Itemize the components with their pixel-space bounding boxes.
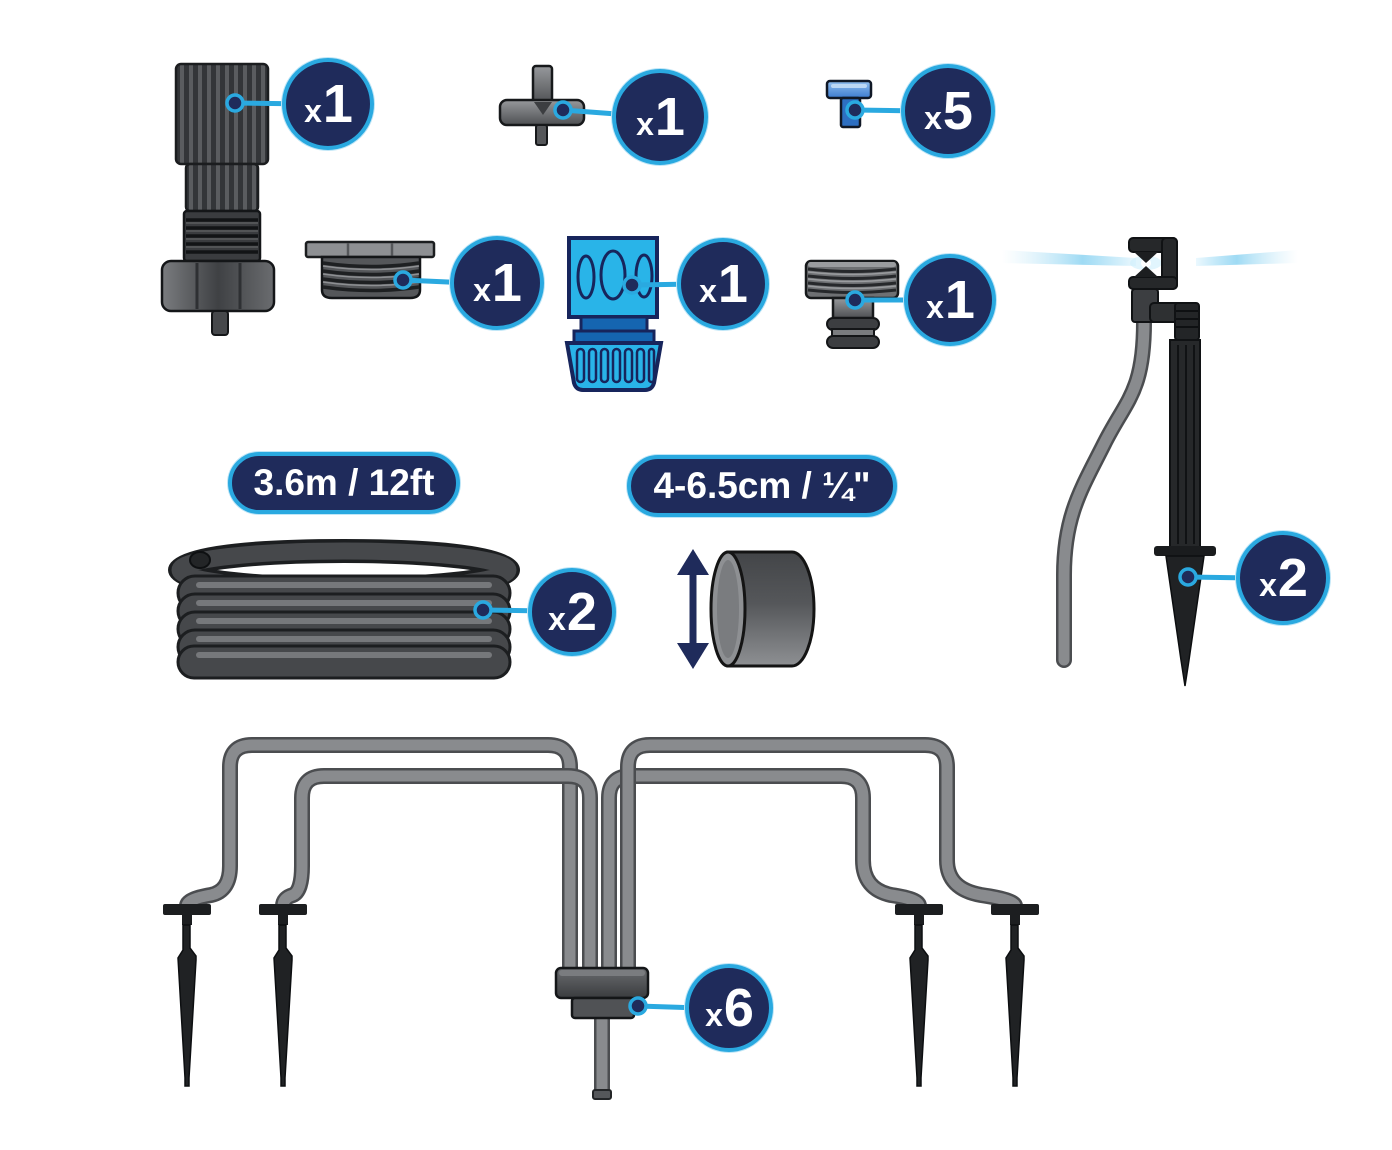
multiplier-symbol: x xyxy=(924,99,942,136)
multiplier-symbol: x xyxy=(1259,566,1277,603)
dripper-manifold-illustration xyxy=(162,737,1040,1100)
qty-count: 6 xyxy=(723,978,754,1038)
sprinkler-stake-illustration xyxy=(1056,237,1216,687)
threaded-adapter-illustration xyxy=(304,240,436,300)
qty-count: 2 xyxy=(566,582,597,642)
hose-quick-connector-illustration xyxy=(564,236,664,392)
inline-filter-illustration xyxy=(160,62,276,336)
multiplier-symbol: x xyxy=(473,271,491,308)
measure-arrow-icon xyxy=(677,549,709,669)
qty-count: 1 xyxy=(491,253,522,313)
multiplier-symbol: x xyxy=(636,105,654,142)
qty-count: 2 xyxy=(1277,548,1308,608)
diameter-cylinder-illustration xyxy=(709,550,816,668)
tubing-coil-illustration xyxy=(168,539,520,680)
multiplier-symbol: x xyxy=(926,288,944,325)
qty-count: 1 xyxy=(322,74,353,134)
qty-count: 1 xyxy=(944,270,975,330)
qty-count: 5 xyxy=(942,81,973,141)
tube-length-label: 3.6m / 12ft xyxy=(228,452,460,514)
multiplier-symbol: x xyxy=(699,272,717,309)
multiplier-symbol: x xyxy=(705,996,723,1033)
spray-icon xyxy=(1002,250,1298,270)
qty-count: 1 xyxy=(717,254,748,314)
multiplier-symbol: x xyxy=(304,92,322,129)
qty-count: 1 xyxy=(654,87,685,147)
diameter-range-label: 4-6.5cm / ¼" xyxy=(627,455,897,517)
multiplier-symbol: x xyxy=(548,600,566,637)
